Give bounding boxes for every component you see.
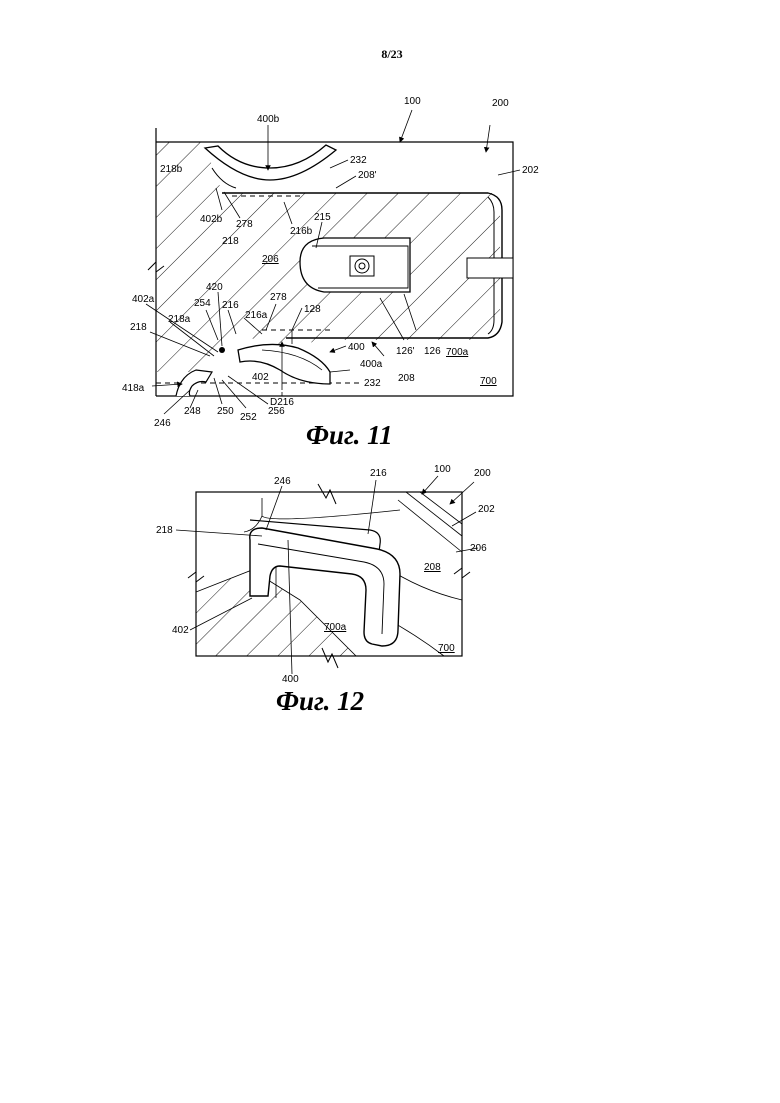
label-232-top: 232: [350, 155, 367, 166]
fig12-label-206: 206: [470, 543, 487, 554]
fig12-label-100: 100: [434, 464, 451, 475]
fig12-label-402: 402: [172, 625, 189, 636]
fig12-label-400: 400: [282, 674, 299, 685]
label-218a: 218a: [168, 314, 191, 325]
figure-12-caption: Фиг. 12: [276, 686, 364, 717]
label-278-top: 278: [236, 219, 253, 230]
label-200: 200: [492, 98, 509, 109]
label-402: 402: [252, 372, 269, 383]
label-278: 278: [270, 292, 287, 303]
label-218-top: 218: [222, 236, 239, 247]
label-100: 100: [404, 96, 421, 107]
label-400b: 400b: [257, 114, 280, 125]
label-400a: 400a: [360, 359, 383, 370]
label-400: 400: [348, 342, 365, 353]
fig12-label-208: 208: [424, 562, 441, 573]
figure-12: 100 200 246 216 218 202 206 208 402 700a…: [156, 464, 495, 685]
label-402b: 402b: [200, 214, 223, 225]
label-246: 246: [154, 418, 171, 429]
label-254: 254: [194, 298, 211, 309]
fig12-label-202: 202: [478, 504, 495, 515]
label-216b: 216b: [290, 226, 313, 237]
label-126p: 126': [396, 346, 415, 357]
label-252: 252: [240, 412, 257, 423]
label-D216: D216: [270, 397, 294, 408]
label-402a: 402a: [132, 294, 155, 305]
label-216a: 216a: [245, 310, 268, 321]
label-418a: 418a: [122, 383, 145, 394]
label-700a: 700a: [446, 347, 469, 358]
fig12-label-246: 246: [274, 476, 291, 487]
fig12-label-700: 700: [438, 643, 455, 654]
clip-400b: [205, 145, 336, 180]
figure-11-caption: Фиг. 11: [306, 420, 393, 451]
fig12-label-700a: 700a: [324, 622, 347, 633]
label-232: 232: [364, 378, 381, 389]
label-215: 215: [314, 212, 331, 223]
label-202: 202: [522, 165, 539, 176]
label-420: 420: [206, 282, 223, 293]
right-tab: [467, 258, 513, 278]
fig12-label-218: 218: [156, 525, 173, 536]
fig12-label-200: 200: [474, 468, 491, 479]
label-216: 216: [222, 300, 239, 311]
label-248: 248: [184, 406, 201, 417]
label-218: 218: [130, 322, 147, 333]
label-206: 206: [262, 254, 279, 265]
label-208: 208: [398, 373, 415, 384]
figure-11: 100 200 202 400b 218b 232 208' 402b 278 …: [122, 96, 539, 429]
hook: [176, 370, 212, 396]
fig12-label-216: 216: [370, 468, 387, 479]
label-208p: 208': [358, 170, 377, 181]
label-218b: 218b: [160, 164, 183, 175]
label-700: 700: [480, 376, 497, 387]
label-126: 126: [424, 346, 441, 357]
label-250: 250: [217, 406, 234, 417]
label-128: 128: [304, 304, 321, 315]
